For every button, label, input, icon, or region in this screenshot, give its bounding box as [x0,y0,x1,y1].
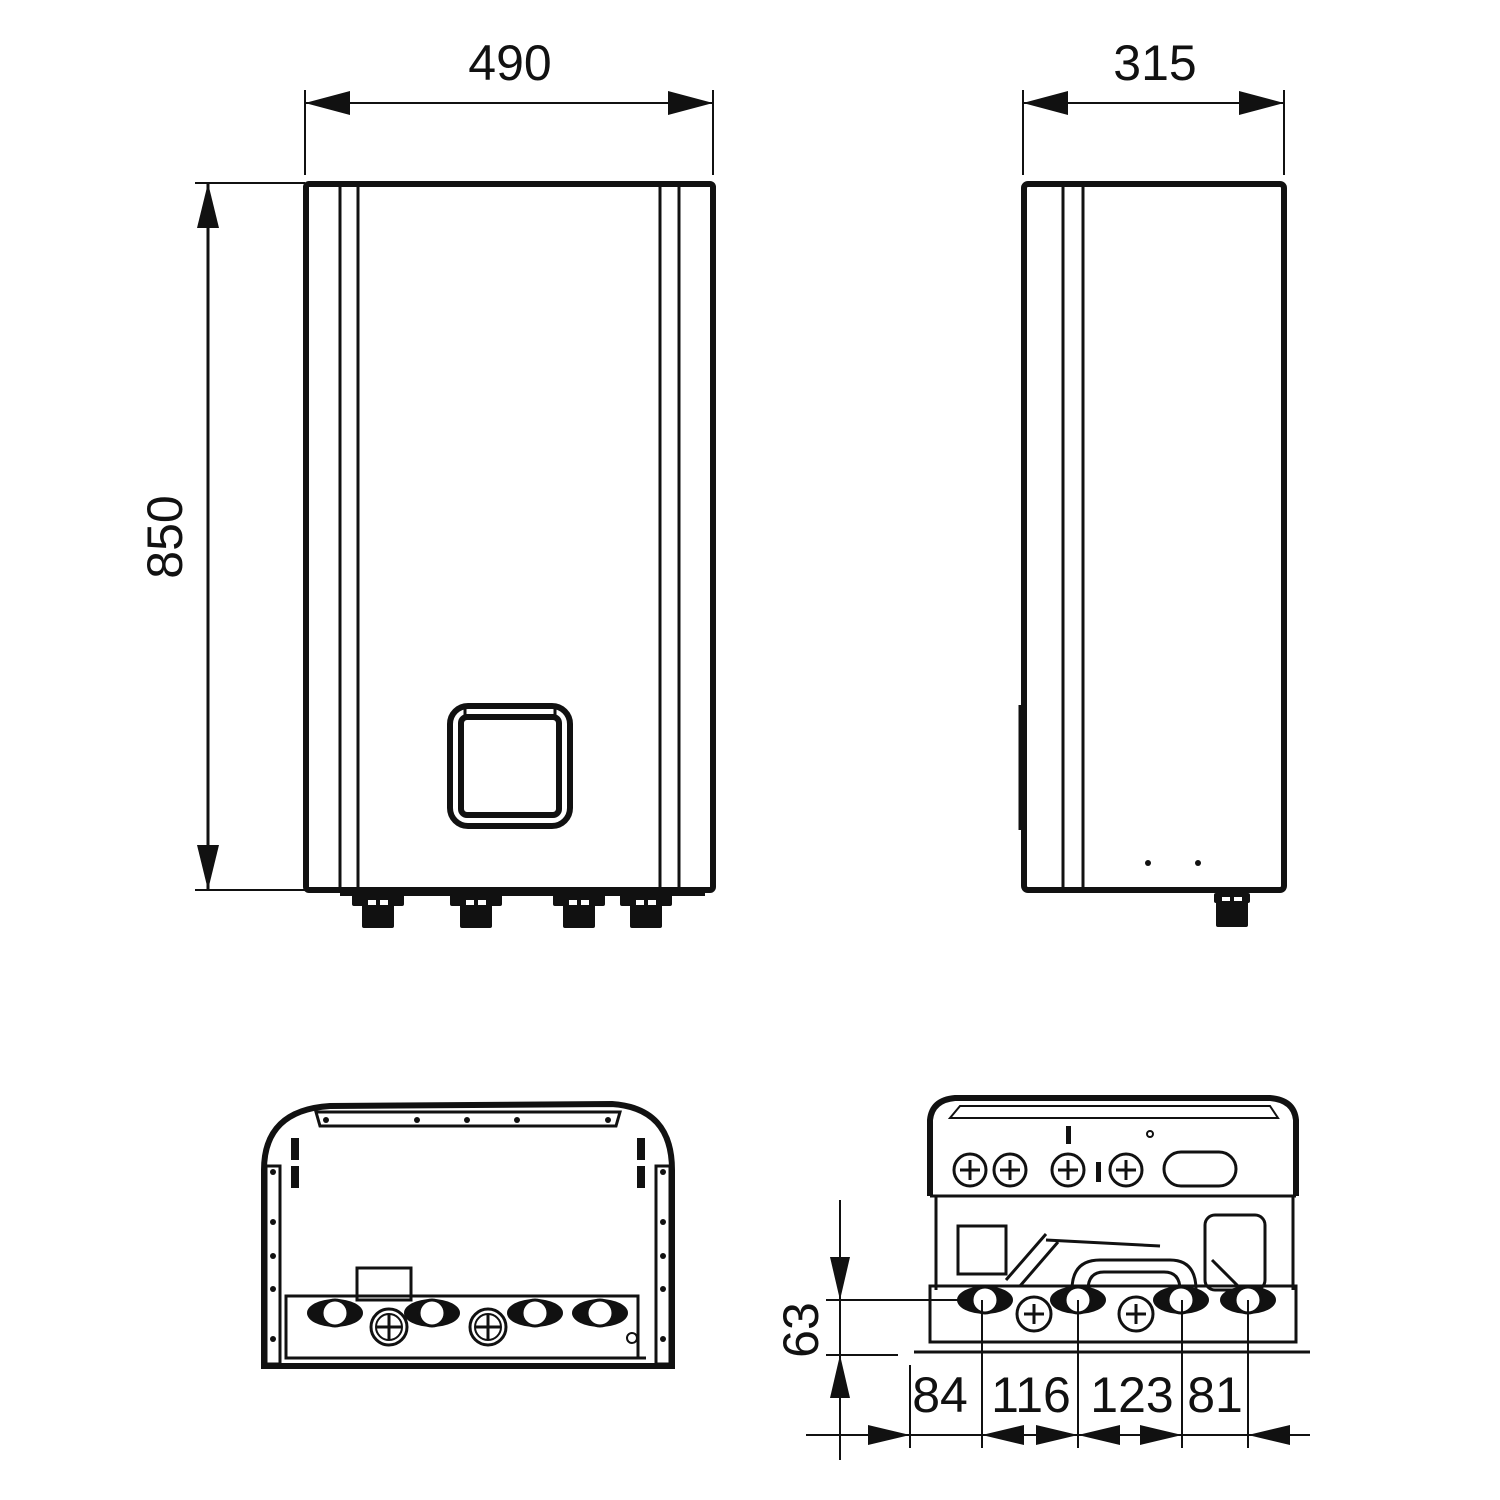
spacing-label-4: 81 [1187,1367,1243,1423]
height-dimension: 850 [137,182,305,891]
side-casing [1018,181,1287,893]
detail-pipe-connections [957,1285,1276,1315]
bottom-view [261,1100,675,1369]
spacing-dimensions: 84 116 123 81 [806,1300,1310,1448]
connection-2 [450,894,502,928]
detail-cable-glands [1015,1295,1155,1333]
side-connection [1214,893,1250,927]
bottom-cable-glands [369,1307,508,1347]
spacing-label-2: 116 [991,1367,1071,1423]
width-dimension: 490 [304,35,714,175]
side-view: 315 [1018,35,1287,927]
depth-dimension: 315 [1022,35,1285,175]
bottom-pipe-connections [307,1298,628,1328]
front-view: 490 850 [137,35,716,928]
bottom-detail-view: 63 84 116 123 81 [773,1095,1310,1460]
front-connections [340,890,705,928]
offset-dimension-label: 63 [773,1302,829,1358]
spacing-label-3: 123 [1090,1367,1173,1423]
top-glands [952,1126,1238,1188]
front-casing [303,181,716,893]
connection-3 [553,894,605,928]
connection-4 [620,894,672,928]
rail-screws [270,1169,666,1342]
connection-1 [352,894,404,928]
display-window [447,703,573,829]
depth-dimension-label: 315 [1113,35,1196,91]
height-dimension-label: 850 [137,495,193,578]
width-dimension-label: 490 [468,35,551,91]
spacing-label-1: 84 [912,1367,968,1423]
internal-piping [934,1196,1295,1292]
offset-dimension: 63 [773,1200,960,1460]
